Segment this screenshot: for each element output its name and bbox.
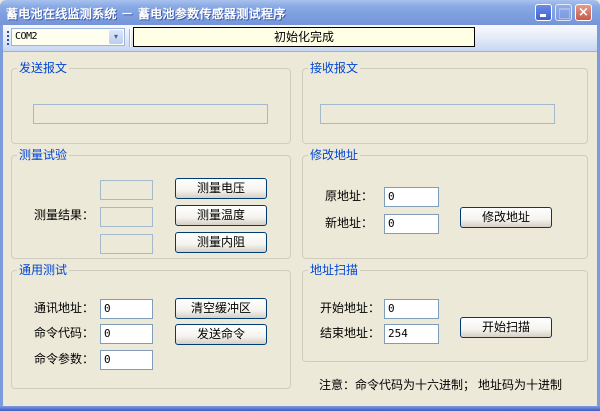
new-address-input[interactable]: 0: [384, 214, 439, 234]
temperature-result-field[interactable]: [100, 207, 153, 227]
title-bar[interactable]: 蓄电池在线监测系统 － 蓄电池参数传感器测试程序 ×: [0, 0, 600, 25]
receive-message-field[interactable]: [320, 104, 555, 124]
com-port-select[interactable]: COM2 ▾: [11, 28, 125, 46]
end-address-label: 结束地址：: [320, 326, 381, 340]
general-test-group: 通用测试 通讯地址： 0 命令代码： 0 命令参数： 0 清空缓冲区 发送命令: [11, 262, 291, 389]
status-display: 初始化完成: [133, 27, 475, 47]
address-scan-group: 地址扫描 开始地址： 0 结束地址： 254 开始扫描: [302, 262, 588, 362]
com-port-value: COM2: [15, 31, 38, 42]
measure-result-label: 测量结果：: [34, 208, 95, 222]
command-code-label: 命令代码：: [34, 326, 95, 340]
send-message-field[interactable]: [33, 104, 268, 124]
measure-test-group: 测量试验 测量结果： 测量电压 测量温度 测量内阻: [11, 147, 291, 259]
start-address-input[interactable]: 0: [384, 299, 439, 319]
toolbar-separator: [129, 29, 131, 47]
command-code-input[interactable]: 0: [100, 324, 153, 344]
note-hex-text: 注意：命令代码为十六进制；: [319, 378, 476, 392]
resistance-result-field[interactable]: [100, 234, 153, 254]
close-button[interactable]: ×: [575, 4, 592, 21]
measure-temperature-button[interactable]: 测量温度: [175, 205, 267, 226]
group-title: 测量试验: [17, 147, 70, 163]
group-title: 地址扫描: [308, 262, 361, 278]
group-title: 修改地址: [308, 147, 361, 163]
toolbar: COM2 ▾ 初始化完成: [3, 25, 597, 52]
window-title: 蓄电池在线监测系统 － 蓄电池参数传感器测试程序: [6, 7, 286, 21]
window-frame-right: [597, 25, 600, 411]
voltage-result-field[interactable]: [100, 180, 153, 200]
old-address-input[interactable]: 0: [384, 187, 439, 207]
clear-buffer-button[interactable]: 清空缓冲区: [175, 298, 267, 319]
measure-resistance-button[interactable]: 测量内阻: [175, 232, 267, 253]
receive-message-group: 接收报文: [302, 60, 588, 144]
group-title: 通用测试: [17, 262, 70, 278]
modify-address-group: 修改地址 原地址： 0 新地址： 0 修改地址: [302, 147, 588, 259]
note-decimal-text: 地址码为十进制: [478, 378, 563, 392]
minimize-button[interactable]: [535, 4, 552, 21]
command-param-input[interactable]: 0: [100, 350, 153, 370]
maximize-button[interactable]: [555, 4, 572, 21]
start-scan-button[interactable]: 开始扫描: [460, 317, 552, 338]
end-address-input[interactable]: 254: [384, 324, 439, 344]
send-message-group: 发送报文: [11, 60, 291, 144]
modify-address-button[interactable]: 修改地址: [460, 207, 552, 228]
command-param-label: 命令参数：: [34, 352, 95, 366]
new-address-label: 新地址：: [325, 216, 374, 230]
window-frame-bottom: [0, 406, 600, 411]
toolbar-grip-icon[interactable]: [7, 31, 9, 46]
old-address-label: 原地址：: [325, 189, 374, 203]
chevron-down-icon[interactable]: ▾: [109, 30, 123, 44]
group-title: 接收报文: [308, 60, 361, 76]
measure-voltage-button[interactable]: 测量电压: [175, 178, 267, 199]
group-title: 发送报文: [17, 60, 70, 76]
comm-address-input[interactable]: 0: [100, 299, 153, 319]
start-address-label: 开始地址：: [320, 301, 381, 315]
send-command-button[interactable]: 发送命令: [175, 324, 267, 345]
window-frame-left: [0, 25, 3, 411]
close-icon: ×: [578, 5, 589, 20]
comm-address-label: 通讯地址：: [34, 301, 95, 315]
